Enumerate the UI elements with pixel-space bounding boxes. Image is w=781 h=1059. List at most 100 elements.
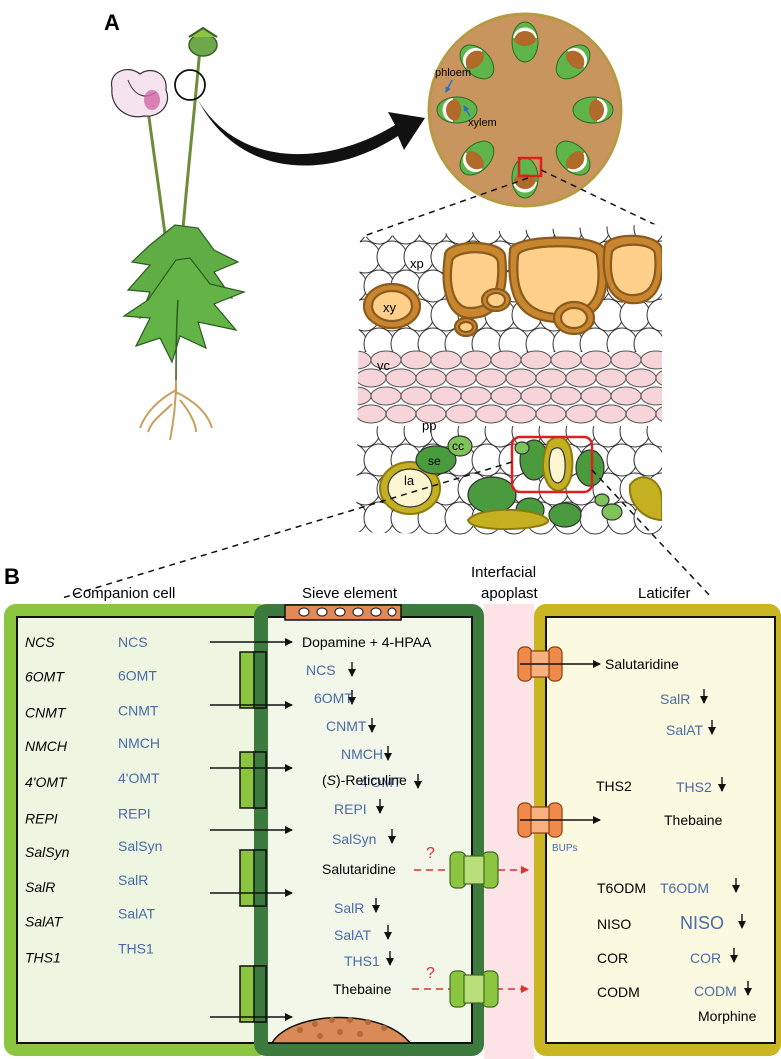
lat-salutaridine: Salutaridine <box>605 656 679 672</box>
parenchyma-cell <box>444 224 476 245</box>
protein-1: 6OMT <box>118 668 157 684</box>
cambium-cell <box>505 404 537 424</box>
tissue-label-se: se <box>428 454 441 468</box>
cambium-cell <box>356 350 372 370</box>
cambium-cell <box>505 368 537 388</box>
lat-blue-enzyme-0: T6ODM <box>660 880 709 896</box>
parenchyma-cell <box>471 224 503 245</box>
zoom-line-b-right <box>591 469 713 599</box>
se-membrane-channels <box>449 851 499 1008</box>
tissue-label-xp: xp <box>410 256 424 271</box>
vascular-bundle <box>555 44 591 80</box>
parenchyma-cell <box>646 298 662 332</box>
gene-2: CNMT <box>25 704 67 720</box>
gene-7: SalR <box>25 879 55 895</box>
cambium-cell <box>356 404 387 424</box>
protein-4: 4'OMT <box>118 770 160 786</box>
tissue-label-xy: xy <box>383 300 397 315</box>
lat-black-enzyme-1: NISO <box>597 916 631 932</box>
gene-4: 4'OMT <box>25 774 68 790</box>
lat-thebaine: Thebaine <box>664 812 723 828</box>
cambium-cell <box>445 404 477 424</box>
protein-0: NCS <box>118 634 148 650</box>
sieve-plate-bottom <box>270 1016 412 1044</box>
cambium-cell <box>580 350 612 370</box>
magnify-arrow <box>198 100 425 166</box>
cambium-cell <box>580 386 612 406</box>
gene-6: SalSyn <box>25 844 70 860</box>
se-reticuline: (S)-Reticuline <box>322 772 407 788</box>
tissue-zoom <box>356 224 662 540</box>
cambium-cell <box>370 386 402 406</box>
cambium-cell <box>655 368 662 388</box>
header-laticifer: Laticifer <box>638 585 691 602</box>
vascular-bundle <box>511 157 539 199</box>
cambium-cell <box>490 350 522 370</box>
header-sieve-element: Sieve element <box>302 585 398 602</box>
se-enzyme-3-1: SalAT <box>334 927 372 943</box>
se-enzyme-2-1: SalSyn <box>332 831 376 847</box>
lat-enzyme-1-1: SalAT <box>666 722 704 738</box>
cambium-cell <box>475 404 507 424</box>
parenchyma-cell <box>498 224 530 245</box>
vascular-bundle <box>459 44 495 80</box>
cambium-cell <box>565 404 597 424</box>
cambium-cell <box>655 404 662 424</box>
parenchyma-cell <box>356 240 381 274</box>
cambium-cell <box>430 350 462 370</box>
cambium-cell <box>445 368 477 388</box>
cambium-cell <box>625 368 657 388</box>
lat-ths2-black: THS2 <box>596 778 632 794</box>
se-enzyme-1-1: 6OMT <box>314 690 353 706</box>
gene-8: SalAT <box>25 914 64 930</box>
lat-black-enzyme-0: T6ODM <box>597 880 646 896</box>
lat-enzyme-1-0: SalR <box>660 691 690 707</box>
zoom-line-b-left <box>61 461 513 599</box>
parenchyma-cell <box>356 224 368 245</box>
laticifer-interior <box>545 616 776 1044</box>
cambium-cell <box>475 368 507 388</box>
cambium-cell <box>520 386 552 406</box>
zoom-box <box>517 156 543 178</box>
parenchyma-cell <box>417 224 449 245</box>
se-enzyme-3-2: THS1 <box>344 953 380 969</box>
tissue-label-cc: cc <box>452 439 464 453</box>
bups-label: BUPs <box>552 843 578 854</box>
protein-6: SalSyn <box>118 838 162 854</box>
header-apoplast: apoplast <box>481 585 539 602</box>
protein-9: THS1 <box>118 940 154 956</box>
sieve-plate-top <box>284 604 402 621</box>
parenchyma-cell <box>356 472 381 506</box>
cambium-cell <box>415 368 447 388</box>
parenchyma-cell <box>363 224 395 245</box>
stem-cross-section: phloem xylem <box>427 12 623 208</box>
se-enzyme-2-0: REPI <box>334 801 367 817</box>
se-start-substrate: Dopamine + 4-HPAA <box>302 634 432 650</box>
cambium-cell <box>400 386 432 406</box>
cambium-cell <box>550 386 582 406</box>
parenchyma-cell <box>376 240 408 274</box>
cambium-cell <box>535 404 567 424</box>
parenchyma-cell <box>633 443 662 477</box>
lat-blue-enzyme-3: CODM <box>694 983 737 999</box>
cambium-cell <box>625 404 657 424</box>
cambium-cell <box>460 386 492 406</box>
header-interfacial: Interfacial <box>471 564 536 581</box>
vascular-bundle <box>436 96 478 124</box>
lat-black-enzyme-2: COR <box>597 950 628 966</box>
question-mark-1: ? <box>426 845 435 862</box>
cambium-cell <box>610 386 642 406</box>
se-enzyme-1-0: NCS <box>306 662 336 678</box>
cambium-cell <box>640 386 662 406</box>
se-enzyme-1-3: NMCH <box>341 746 383 762</box>
lat-morphine: Morphine <box>698 1008 757 1024</box>
gene-0: NCS <box>25 634 55 650</box>
lat-blue-enzyme-1: NISO <box>680 913 724 933</box>
cambium-cell <box>430 386 462 406</box>
parenchyma-cell <box>356 269 368 303</box>
se-enzyme-1-4: 4'OMT <box>360 774 402 790</box>
cc-to-se-arrows <box>210 638 293 1021</box>
gene-3: NMCH <box>25 738 68 754</box>
cambium-cell <box>595 368 627 388</box>
